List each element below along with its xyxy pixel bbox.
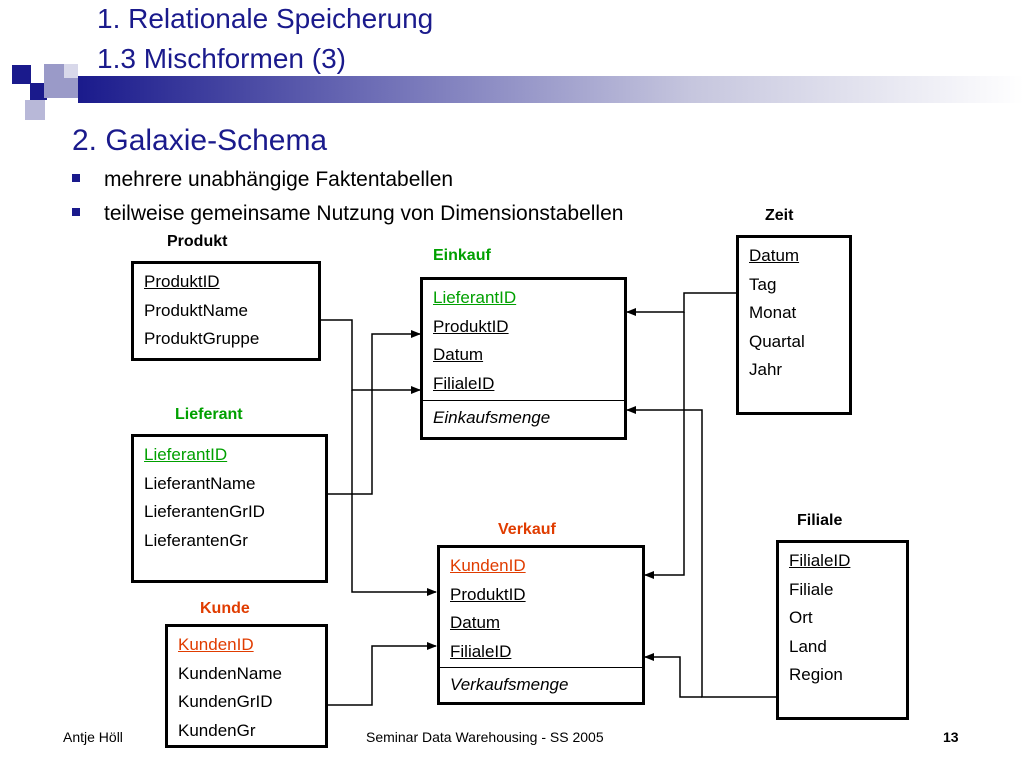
attr-lieferantid: LieferantID	[144, 445, 228, 464]
attr-tag: Tag	[749, 275, 777, 294]
entity-kunde: KundenID KundenName KundenGrID KundenGr	[165, 624, 328, 748]
section-heading: 2. Galaxie-Schema	[72, 124, 328, 157]
attr-datum: Datum	[433, 345, 484, 364]
bullet-text: teilweise gemeinsame Nutzung von Dimensi…	[104, 202, 624, 225]
attr-filiale: Filiale	[789, 580, 834, 599]
line-filiale-einkauf	[626, 406, 776, 698]
attr-filialeid: FilialeID	[433, 374, 495, 393]
entity-verkauf: KundenID ProduktID Datum FilialeID Verka…	[437, 545, 645, 705]
title-gradient-bar	[78, 76, 1024, 103]
attr-kundenid: KundenID	[178, 635, 254, 654]
attr-kundengrid: KundenGrID	[178, 692, 273, 711]
square-decoration	[30, 83, 47, 100]
table-label-zeit: Zeit	[765, 207, 794, 224]
bullet-item: teilweise gemeinsame Nutzung von Dimensi…	[72, 202, 623, 226]
attr-jahr: Jahr	[749, 360, 783, 379]
attr-quartal: Quartal	[749, 332, 805, 351]
attr-produktid: ProduktID	[144, 272, 220, 291]
table-label-verkauf: Verkauf	[498, 521, 556, 538]
entity-zeit: Datum Tag Monat Quartal Jahr	[736, 235, 852, 415]
attr-kundenid: KundenID	[450, 556, 526, 575]
attr-land: Land	[789, 637, 827, 656]
bullet-item: mehrere unabhängige Faktentabellen	[72, 168, 453, 192]
line-produkt-einkauf	[320, 319, 421, 394]
attr-produktgruppe: ProduktGruppe	[144, 329, 260, 348]
bullet-square-icon	[72, 174, 80, 183]
bullet-text: mehrere unabhängige Faktentabellen	[104, 168, 454, 191]
attr-filialeid: FilialeID	[450, 642, 512, 661]
attr-ort: Ort	[789, 608, 813, 627]
table-label-filiale: Filiale	[797, 512, 843, 529]
attr-datum: Datum	[749, 246, 800, 265]
attr-region: Region	[789, 665, 843, 684]
attr-produktid: ProduktID	[450, 585, 526, 604]
table-label-kunde: Kunde	[200, 600, 250, 617]
entity-einkauf: LieferantID ProduktID Datum FilialeID Ei…	[420, 277, 627, 440]
square-decoration	[12, 65, 31, 84]
table-label-produkt: Produkt	[167, 233, 228, 250]
attr-produktname: ProduktName	[144, 301, 248, 320]
line-kunde-verkauf	[328, 642, 437, 706]
slide-title-line1: 1. Relationale Speicherung	[97, 3, 434, 34]
entity-filiale: FilialeID Filiale Ort Land Region	[776, 540, 909, 720]
entity-produkt: ProduktID ProduktName ProduktGruppe	[131, 261, 321, 361]
square-decoration	[64, 64, 78, 78]
line-zeit-verkauf	[644, 312, 685, 579]
attr-kundenname: KundenName	[178, 664, 282, 683]
page-number: 13	[943, 729, 959, 745]
line-lieferant-einkauf	[328, 330, 421, 495]
footer-center: Seminar Data Warehousing - SS 2005	[366, 729, 604, 745]
footer-author: Antje Höll	[63, 729, 123, 745]
bullet-square-icon	[72, 208, 80, 217]
measure-separator	[440, 667, 642, 668]
line-produkt-verkauf	[351, 390, 437, 596]
attr-lieferantengrid: LieferantenGrID	[144, 502, 265, 521]
slide-title-line2: 1.3 Mischformen (3)	[97, 43, 346, 74]
attr-lieferantname: LieferantName	[144, 474, 256, 493]
attr-datum: Datum	[450, 613, 501, 632]
attr-einkaufsmenge: Einkaufsmenge	[433, 408, 551, 427]
square-decoration	[25, 100, 45, 120]
attr-kundengr: KundenGr	[178, 721, 256, 740]
attr-monat: Monat	[749, 303, 797, 322]
line-filiale-verkauf	[644, 653, 702, 698]
table-label-einkauf: Einkauf	[433, 247, 491, 264]
attr-filialeid: FilialeID	[789, 551, 851, 570]
attr-produktid: ProduktID	[433, 317, 509, 336]
attr-verkaufsmenge: Verkaufsmenge	[450, 675, 569, 694]
table-label-lieferant: Lieferant	[175, 406, 243, 423]
line-zeit-einkauf	[626, 292, 736, 316]
attr-lieferantengr: LieferantenGr	[144, 531, 248, 550]
measure-separator	[423, 400, 624, 401]
entity-lieferant: LieferantID LieferantName LieferantenGrI…	[131, 434, 328, 583]
attr-lieferantid: LieferantID	[433, 288, 517, 307]
